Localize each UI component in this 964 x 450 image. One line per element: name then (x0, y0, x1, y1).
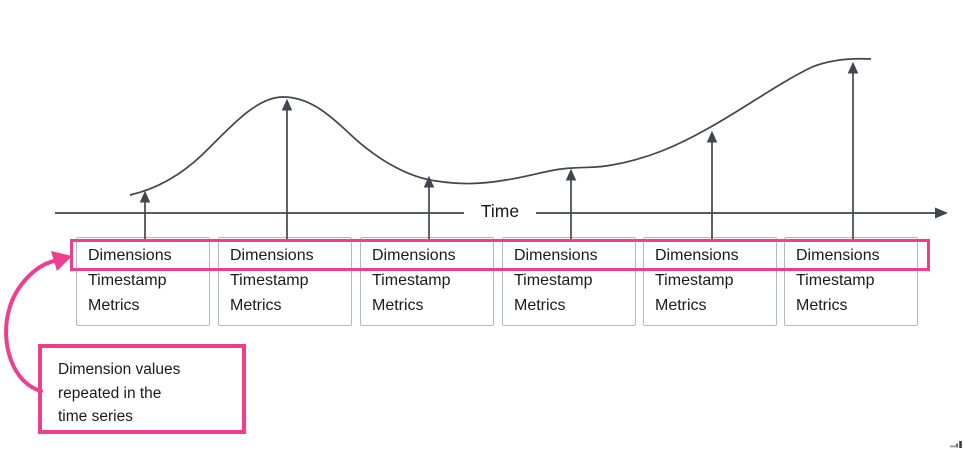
callout-text: Dimension values repeated in the time se… (58, 361, 181, 425)
sample-arrow-2 (281, 98, 293, 239)
arrowhead-icon (139, 190, 151, 203)
record-field-metrics: Metrics (372, 297, 424, 314)
record-field-metrics: Metrics (514, 297, 566, 314)
record-field-timestamp: Timestamp (655, 272, 734, 289)
record-field-dimensions: Dimensions (230, 247, 314, 264)
arrowhead-icon (847, 61, 859, 74)
record-field-dimensions: Dimensions (514, 247, 598, 264)
arrowhead-icon (565, 168, 577, 181)
callout-arrowhead-icon (51, 251, 72, 271)
record-field-metrics: Metrics (230, 297, 282, 314)
record-field-dimensions: Dimensions (655, 247, 739, 264)
sample-arrow-1 (139, 190, 151, 239)
corner-artifact (950, 441, 962, 448)
arrowhead-icon (423, 175, 435, 188)
record-field-dimensions: Dimensions (88, 247, 172, 264)
record-field-timestamp: Timestamp (230, 272, 309, 289)
record-field-dimensions: Dimensions (372, 247, 456, 264)
sample-arrow-6 (847, 61, 859, 239)
record-box-1: Dimensions Timestamp Metrics (76, 237, 210, 326)
callout-box: Dimension values repeated in the time se… (38, 344, 246, 434)
sample-arrow-4 (565, 168, 577, 239)
time-axis-label: Time (464, 199, 536, 223)
dimensions-highlight-rect (70, 239, 930, 271)
record-field-timestamp: Timestamp (796, 272, 875, 289)
arrowhead-icon (281, 98, 293, 111)
record-box-4: Dimensions Timestamp Metrics (502, 237, 636, 326)
time-series-curve (129, 57, 872, 196)
record-field-timestamp: Timestamp (88, 272, 167, 289)
record-field-metrics: Metrics (796, 297, 848, 314)
record-box-3: Dimensions Timestamp Metrics (360, 237, 494, 326)
record-field-timestamp: Timestamp (514, 272, 593, 289)
record-field-metrics: Metrics (655, 297, 707, 314)
sample-arrow-5 (706, 130, 718, 239)
record-box-2: Dimensions Timestamp Metrics (218, 237, 352, 326)
record-field-timestamp: Timestamp (372, 272, 451, 289)
record-box-5: Dimensions Timestamp Metrics (643, 237, 777, 326)
axis-arrowhead-icon (935, 207, 948, 219)
record-box-6: Dimensions Timestamp Metrics (784, 237, 918, 326)
record-field-metrics: Metrics (88, 297, 140, 314)
arrowhead-icon (706, 130, 718, 143)
record-field-dimensions: Dimensions (796, 247, 880, 264)
sample-arrow-3 (423, 175, 435, 239)
